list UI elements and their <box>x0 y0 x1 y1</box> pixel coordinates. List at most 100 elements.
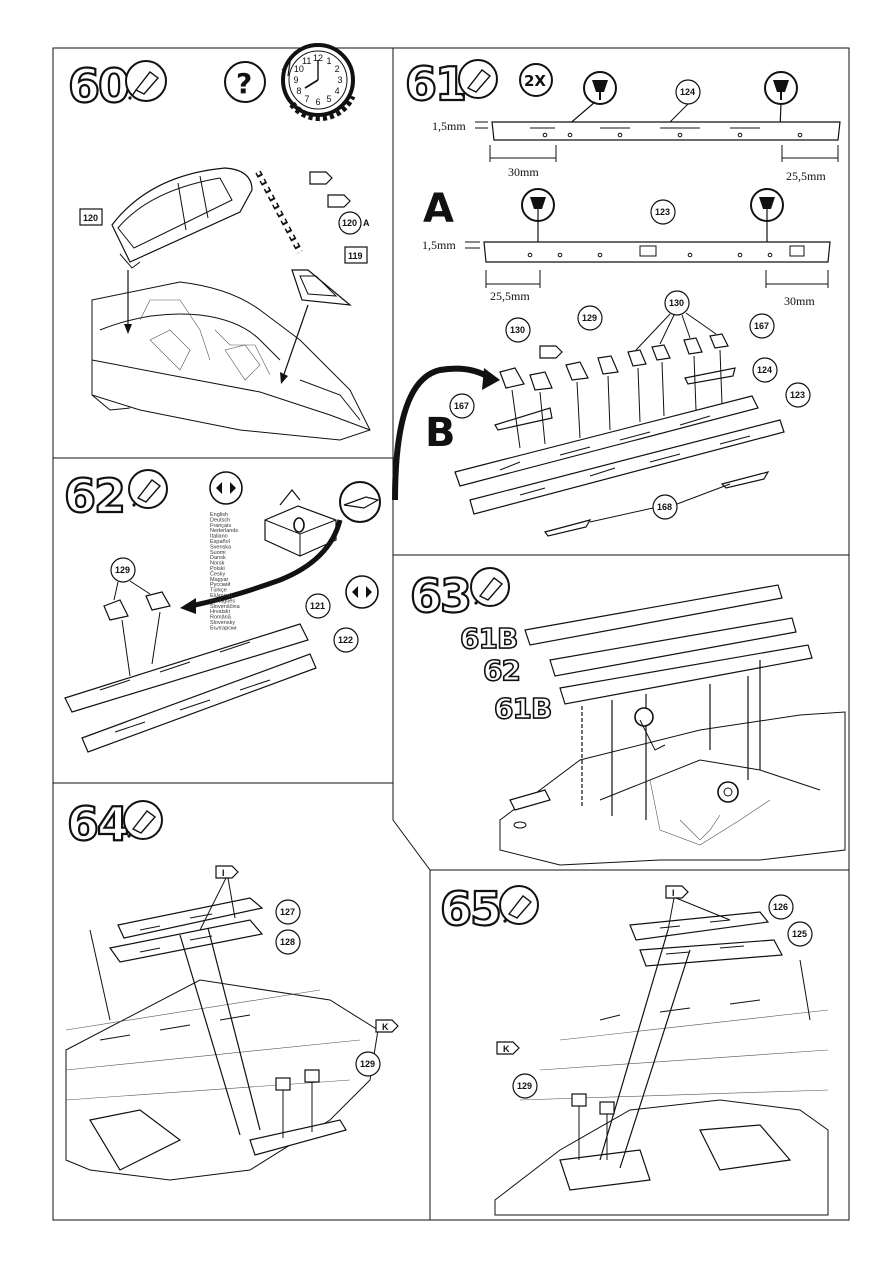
callout-167-right: 167 <box>754 321 769 331</box>
callout-123-b: 123 <box>790 390 805 400</box>
pylon-parts-127-128 <box>108 897 264 963</box>
language-item: Česky <box>210 570 226 577</box>
pylon-parts-126-125 <box>629 911 783 967</box>
drill-icon <box>521 188 555 242</box>
glue-tube-icon <box>125 60 167 102</box>
dim-right-bottom: 30mm <box>784 294 815 308</box>
callout-128: 128 <box>280 937 295 947</box>
decal-flag-icon <box>496 1041 520 1055</box>
dim-left-top: 30mm <box>508 165 539 179</box>
glue-tube-icon <box>499 885 539 925</box>
callout-130-right: 130 <box>669 298 684 308</box>
language-item: Português <box>210 598 235 604</box>
step-62: 62 EnglishDeutschFrançaisNederlandsItali… <box>63 468 381 753</box>
step-65: 65 I 126 125 K 129 <box>439 881 829 1216</box>
decal-flag-icon <box>539 345 563 359</box>
rail-assembly <box>454 367 785 537</box>
language-item: Slovenščina <box>210 604 241 610</box>
language-item: Български <box>210 625 237 631</box>
rail-part-123 <box>483 241 831 263</box>
callout-box-119 <box>344 246 368 264</box>
sub-label-a: A <box>423 186 454 232</box>
clock-numeral: 1 <box>327 56 332 66</box>
language-item: Türkçe <box>210 588 227 594</box>
language-item: Español <box>210 539 230 545</box>
small-parts-130-129 <box>499 333 729 449</box>
callout-129: 129 <box>360 1059 375 1069</box>
wing-underside <box>494 959 829 1216</box>
glue-tube-icon <box>123 800 163 840</box>
cutting-knife-icon <box>339 481 381 523</box>
language-item: Svenska <box>210 544 232 550</box>
clock-numeral: 3 <box>338 75 343 85</box>
callout-119: 119 <box>348 251 363 261</box>
step-number-60: 60 <box>68 59 128 113</box>
rail-parts-121-122 <box>64 623 317 753</box>
language-item: Italiano <box>210 534 228 540</box>
sub-label-b: B <box>425 410 456 456</box>
clock-numeral: 7 <box>305 94 310 104</box>
callout-168: 168 <box>657 502 672 512</box>
clock-numeral: 4 <box>335 86 340 96</box>
callout-120: 120 <box>83 213 98 223</box>
label-61b-bottom: 61B <box>494 692 551 725</box>
clock-numeral: 6 <box>316 97 321 107</box>
svg-text:K: K <box>503 1044 510 1054</box>
step-64: 64 I 127 128 K 129 <box>65 796 399 1181</box>
decal-flag-icon <box>215 865 239 879</box>
language-item: Nederlands <box>210 528 238 534</box>
step-number-63: 63 <box>410 569 470 623</box>
detail-part <box>264 489 337 557</box>
callout-124: 124 <box>680 87 695 97</box>
dim-left-bottom: 25,5mm <box>490 289 530 303</box>
callout-121: 121 <box>310 601 325 611</box>
language-item: Suomi <box>210 550 226 556</box>
language-item: English <box>210 512 228 518</box>
glue-tube-icon <box>470 567 510 607</box>
decal-flag-icon <box>375 1019 399 1033</box>
drill-icon <box>764 71 798 129</box>
language-item: Slovensky <box>210 620 235 626</box>
svg-text:I: I <box>222 868 225 878</box>
callout-box-120 <box>79 208 103 226</box>
clock-numeral: 10 <box>294 64 304 74</box>
dim-thickness-bottom: 1,5mm <box>422 238 456 252</box>
step-63: 63 61B 62 61B <box>409 567 846 866</box>
callout-120a: 120 <box>342 218 357 228</box>
callout-circle-120a <box>338 211 362 235</box>
step-number-61: 61 <box>405 57 465 111</box>
language-item: Hrvatski <box>210 609 230 615</box>
sanding-compass-icon <box>209 471 379 609</box>
language-item: Norsk <box>210 561 225 567</box>
step-number-62: 62 <box>64 469 124 523</box>
callout-130-left: 130 <box>510 325 525 335</box>
callout-129: 129 <box>517 1081 532 1091</box>
drill-icon <box>559 71 617 133</box>
fuselage-cockpit <box>91 270 371 441</box>
callout-125: 125 <box>792 929 807 939</box>
svg-text:K: K <box>382 1022 389 1032</box>
callout-126: 126 <box>773 902 788 912</box>
question-icon: ? <box>224 61 266 103</box>
wing-underside <box>65 929 379 1181</box>
language-item: Русский <box>210 581 230 588</box>
language-item: Polski <box>210 566 225 572</box>
step-number-65: 65 <box>440 882 500 936</box>
callout-127: 127 <box>280 907 295 917</box>
label-61b-top: 61B <box>460 622 517 655</box>
step-61: 61 2X <box>392 56 841 537</box>
fuselage-underside <box>499 707 846 866</box>
svg-text:2X: 2X <box>524 72 546 90</box>
panel-frames <box>52 47 850 1221</box>
drill-icon <box>750 188 784 242</box>
callout-122: 122 <box>338 635 353 645</box>
clock-numeral: 11 <box>302 56 311 66</box>
callout-letter-a: A <box>363 218 370 228</box>
callout-129: 129 <box>115 565 130 575</box>
svg-text:I: I <box>672 888 675 898</box>
label-62: 62 <box>483 654 520 687</box>
canopy-part-120 <box>111 167 253 269</box>
dim-thickness-top: 1,5mm <box>432 119 466 133</box>
